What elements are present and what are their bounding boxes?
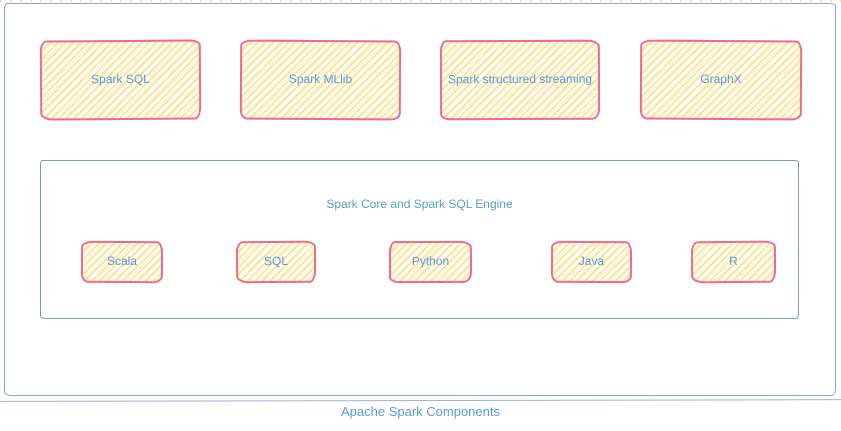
spark-core-container: Spark Core and Spark SQL Engine Scala SQ… — [40, 160, 799, 319]
diagram-outer-frame — [4, 3, 836, 396]
language-box-r: R — [690, 240, 777, 284]
language-label-python: Python — [411, 254, 450, 269]
language-label-sql: SQL — [263, 254, 289, 269]
language-box-java: Java — [550, 240, 633, 284]
component-box-spark-structured-streaming: Spark structured streaming — [439, 39, 601, 121]
language-label-java: Java — [578, 254, 605, 269]
component-box-spark-mllib: Spark MLlib — [239, 39, 402, 121]
language-box-scala: Scala — [80, 240, 164, 284]
component-label-spark-mllib: Spark MLlib — [288, 71, 353, 87]
language-label-scala: Scala — [106, 254, 138, 269]
component-label-spark-sql: Spark SQL — [91, 71, 150, 87]
component-box-spark-sql: Spark SQL — [39, 39, 202, 121]
component-label-spark-structured-streaming: Spark structured streaming — [447, 71, 593, 87]
diagram-caption: Apache Spark Components — [341, 404, 500, 419]
language-box-python: Python — [388, 240, 473, 284]
component-label-graphx: GraphX — [700, 71, 742, 87]
spark-core-title: Spark Core and Spark SQL Engine — [326, 197, 513, 211]
component-box-graphx: GraphX — [639, 39, 803, 121]
language-label-r: R — [729, 254, 738, 269]
language-box-sql: SQL — [235, 240, 317, 284]
